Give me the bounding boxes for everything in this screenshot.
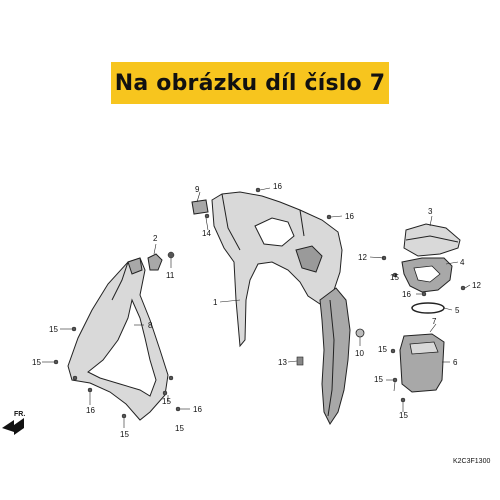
callout-11: 11 — [166, 271, 175, 280]
fasteners — [53, 187, 466, 419]
part-5-seal-ring — [411, 302, 445, 314]
direction-label: FR. — [14, 411, 25, 418]
arrow-left-icon — [2, 418, 24, 435]
screw — [326, 214, 332, 220]
part-7-lower-lid — [319, 287, 351, 425]
part-6-pocket-box — [399, 333, 445, 393]
callout-7: 7 — [432, 317, 437, 326]
callout-16: 16 — [345, 212, 354, 221]
callout-10: 10 — [355, 349, 364, 358]
screw — [175, 406, 181, 412]
banner-title: Na obrázku díl číslo 7 — [114, 70, 386, 96]
callout-9: 9 — [195, 185, 200, 194]
callout-labels: 9 16 14 16 3 12 4 15 12 16 5 7 15 6 15 1… — [32, 182, 481, 439]
callout-2: 2 — [153, 234, 158, 243]
title-banner: Na obrázku díl číslo 7 — [111, 62, 389, 104]
callout-15: 15 — [49, 325, 58, 334]
callout-3: 3 — [428, 207, 433, 216]
part-3-pocket-lid — [403, 223, 461, 257]
callout-15: 15 — [374, 375, 383, 384]
part-10-grommet — [355, 328, 365, 338]
screw — [121, 413, 127, 419]
callout-4: 4 — [460, 258, 465, 267]
callout-15: 15 — [120, 430, 129, 439]
callout-16: 16 — [273, 182, 282, 191]
callout-16: 16 — [402, 290, 411, 299]
screw — [255, 187, 261, 193]
callout-15: 15 — [162, 397, 171, 406]
screw — [460, 285, 466, 291]
part-1-main-inner-panel — [211, 191, 343, 348]
callout-15: 15 — [378, 345, 387, 354]
part-4-pocket-cover — [401, 257, 453, 293]
screw — [392, 272, 398, 278]
part-2-cap — [147, 253, 163, 271]
screw — [71, 326, 77, 332]
front-direction-arrow: FR. — [2, 411, 25, 435]
callout-5: 5 — [455, 306, 460, 315]
callout-16: 16 — [86, 406, 95, 415]
screw — [87, 387, 93, 393]
part-11-clip — [167, 251, 175, 259]
callout-14: 14 — [202, 229, 211, 238]
callout-15: 15 — [399, 411, 408, 420]
callout-12: 12 — [472, 281, 481, 290]
screw — [421, 291, 427, 297]
part-9-bracket — [191, 199, 209, 215]
callout-6: 6 — [453, 358, 458, 367]
callout-15: 15 — [175, 424, 184, 433]
screw — [390, 348, 396, 354]
screw — [400, 397, 406, 403]
callout-8: 8 — [148, 321, 153, 330]
diagram-code: K2C3F1300 — [453, 458, 490, 465]
callout-12: 12 — [358, 253, 367, 262]
callout-15: 15 — [32, 358, 41, 367]
callout-13: 13 — [278, 358, 287, 367]
screw — [204, 213, 210, 219]
screw — [72, 375, 78, 381]
screw — [392, 377, 398, 383]
screw — [53, 359, 59, 365]
screw — [162, 390, 168, 396]
part-13-nut — [296, 356, 304, 366]
callout-16: 16 — [193, 405, 202, 414]
part-8-inner-cover-left — [67, 257, 169, 421]
callout-15: 15 — [390, 273, 399, 282]
screw — [168, 375, 174, 381]
callout-1: 1 — [213, 298, 218, 307]
leader-lines — [42, 187, 471, 428]
